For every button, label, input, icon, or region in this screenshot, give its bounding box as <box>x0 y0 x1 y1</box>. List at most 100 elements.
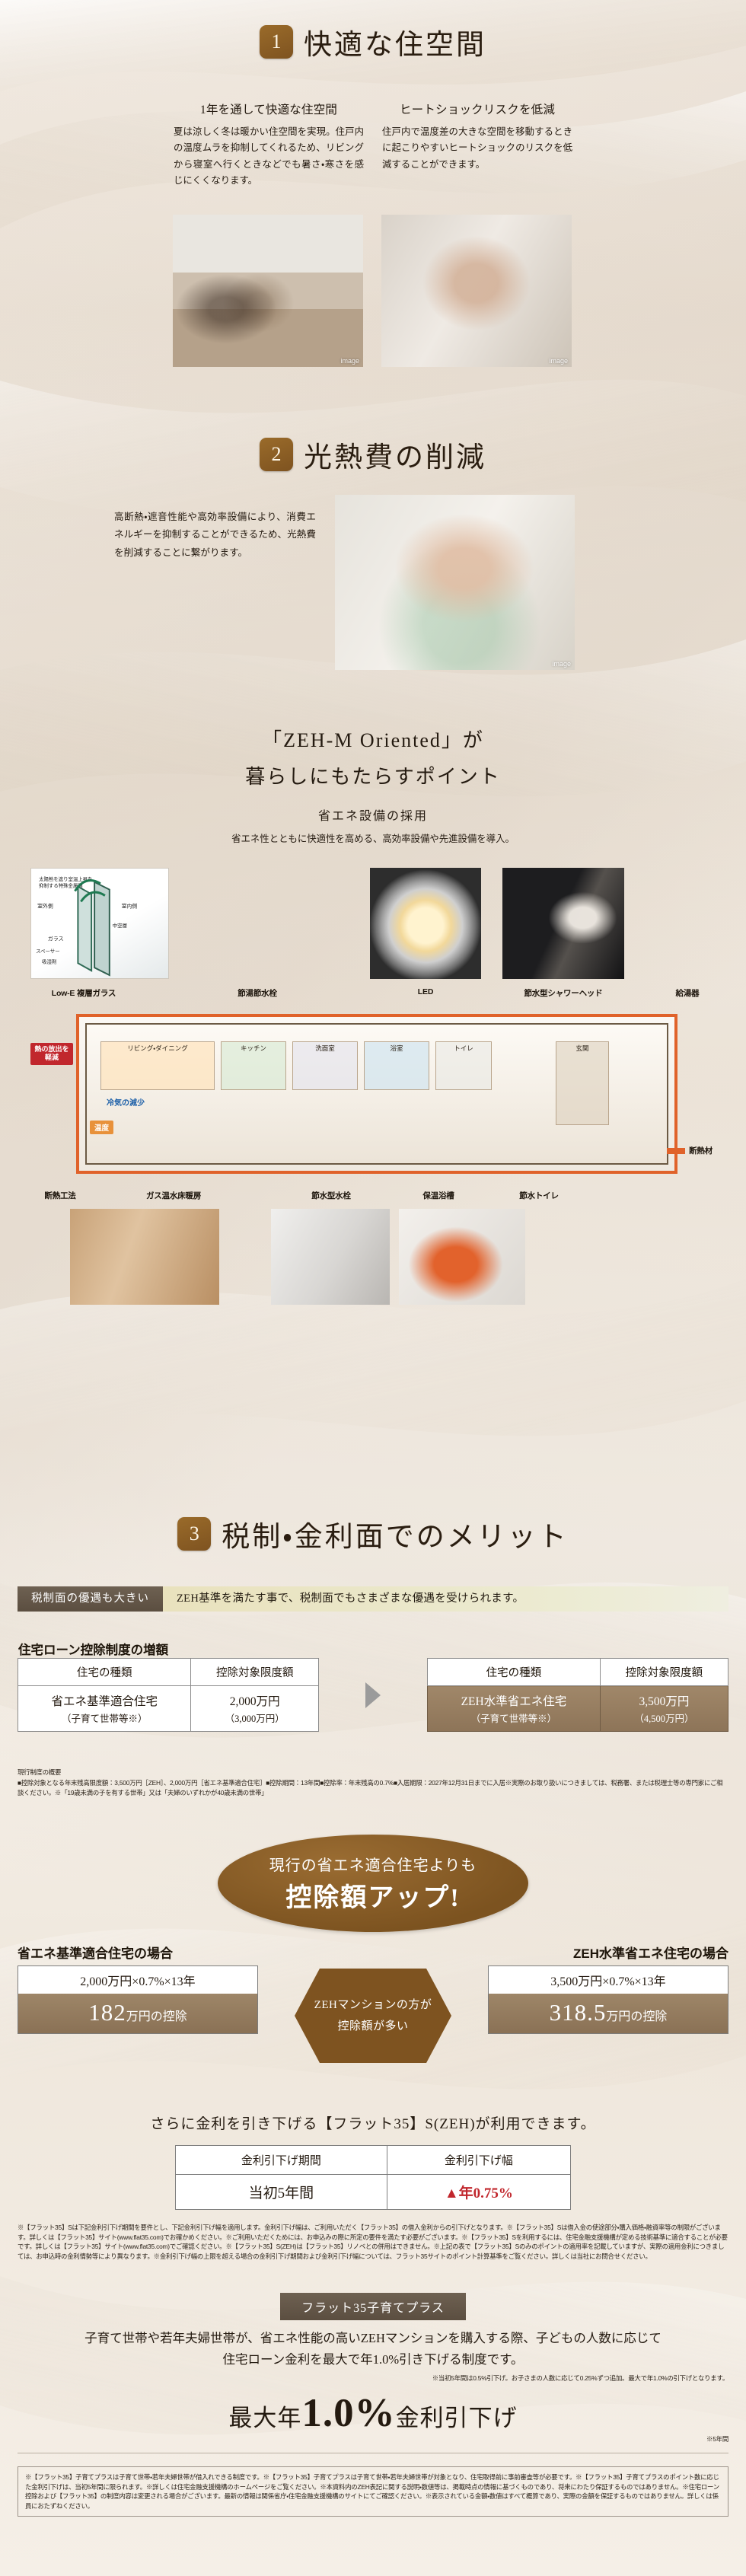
svg-text:ガラス: ガラス <box>48 936 64 942</box>
photo-floor-heating <box>70 1209 219 1305</box>
photo-living-room: image <box>173 215 363 367</box>
tax-benefit-ribbon: 税制面の優遇も大きい ZEH基準を満たす事で、税制面でもさまざまな優遇を受けられ… <box>18 1586 728 1612</box>
table-zeh-standard: 住宅の種類 控除対象限度額 ZEH水準省エネ住宅 （子育て世帯等※） 3,500… <box>427 1658 729 1732</box>
limit-main: 2,000万円 <box>229 1695 280 1708</box>
cell-deduction-limit: 3,500万円 （4,500万円） <box>599 1685 729 1732</box>
svg-text:抑制する特殊金属膜: 抑制する特殊金属膜 <box>39 882 83 889</box>
flat35-notes: ※【フラット35】Sは下記金利引下げ期間を要件とし、下記金利引下げ幅を適用します… <box>18 2224 728 2260</box>
deduction-up-callout: 現行の省エネ適合住宅よりも 控除額アップ! <box>218 1835 528 1932</box>
case-right-result: 318.5万円の控除 <box>489 1994 728 2033</box>
case-right-result-unit: 万円の控除 <box>606 2010 668 2023</box>
rate-cell-period: 当初5年間 <box>175 2174 387 2210</box>
column-heading: 1年を通して快適な住空間 <box>199 104 338 116</box>
ribbon-label: 税制面の優遇も大きい <box>18 1586 163 1612</box>
photo-led-light <box>370 868 481 979</box>
photo-shower-head <box>502 868 624 979</box>
zeh-title-line1: 「ZEH-M Oriented」が <box>262 729 484 751</box>
room-bathroom: 浴室 <box>364 1041 429 1090</box>
deduction-comparison: 住宅の種類 控除対象限度額 省エネ基準適合住宅 （子育て世帯等※） 2,000万… <box>17 1658 729 1732</box>
room-kitchen: キッチン <box>221 1041 286 1090</box>
callout-line1: 現行の省エネ適合住宅よりも <box>269 1857 477 1874</box>
table-header-limit: 控除対象限度額 <box>190 1658 319 1686</box>
column-body: 住戸内で温度差の大きな空間を移動するときに起こりやすいヒートショックのリスクを低… <box>382 126 572 170</box>
insulation-legend-label: 断熱材 <box>689 1146 713 1156</box>
table-row: 省エネ基準適合住宅 （子育て世帯等※） 2,000万円 （3,000万円） <box>17 1685 319 1732</box>
section3-title: 税制・金利面でのメリット <box>222 1522 569 1553</box>
case-left-formula: 2,000万円×0.7%×13年 <box>18 1966 257 1994</box>
max-rate-claim: 最大年1.0%金利引下げ <box>0 2390 746 2436</box>
section3-number: 3 <box>177 1517 212 1551</box>
section2-title: 光熱費の削減 <box>304 442 486 473</box>
equipment-label-shower-head: 節水型シャワーヘッド <box>524 989 603 998</box>
case-right-formula: 3,500万円×0.7%×13年 <box>489 1966 728 1994</box>
case-right-result-number: 318.5 <box>549 1999 607 2026</box>
section1-title: 快適な住空間 <box>304 30 486 61</box>
heat-loss-tag: 熱の放出を軽減 <box>30 1043 73 1065</box>
flat35-child-badge: フラット35子育てプラス <box>280 2293 466 2320</box>
child-plus-text-line1: 子育て世帯や若年夫婦世帯が、省エネ性能の高いZEHマンションを購入する際、子ども… <box>84 2331 662 2345</box>
equipment-label-water-heater: 給湯器 <box>675 989 700 998</box>
rate-header-width: 金利引下げ幅 <box>386 2145 572 2175</box>
photo-low-e-glass: 太陽熱を遮り室温上昇を 抑制する特殊金属膜 室外側 室内側 ガラス スペーサー … <box>30 868 169 979</box>
cell-housing-type: 省エネ基準適合住宅 （子育て世帯等※） <box>17 1685 192 1732</box>
claim-suffix: 金利引下げ <box>395 2405 518 2431</box>
table-header-type: 住宅の種類 <box>427 1658 601 1686</box>
rate-header-period: 金利引下げ期間 <box>175 2145 387 2175</box>
case-right-box: 3,500万円×0.7%×13年 318.5万円の控除 <box>488 1965 728 2034</box>
limit-sub: （3,000万円） <box>225 1714 285 1724</box>
section1-column-heatshock: ヒートショックリスクを低減 住戸内で温度差の大きな空間を移動するときに起こりやす… <box>382 100 572 189</box>
case-left-result-number: 182 <box>88 1999 126 2026</box>
column-body: 夏は涼しく冬は暖かい住空間を実現。住戸内の温度ムラを抑制してくれるため、リビング… <box>174 126 364 186</box>
hexagon-line1: ZEHマンションの方が <box>314 1998 432 2011</box>
glass-diagram: 太陽熱を遮り室温上昇を 抑制する特殊金属膜 室外側 室内側 ガラス スペーサー … <box>36 875 137 977</box>
svg-text:室外側: 室外側 <box>37 902 53 909</box>
equipment-label-water-saving-tap: 節水型水栓 <box>311 1191 351 1200</box>
table-header-limit: 控除対象限度額 <box>599 1658 729 1686</box>
case-left-result: 182万円の控除 <box>18 1994 257 2033</box>
case-left-box: 2,000万円×0.7%×13年 182万円の控除 <box>18 1965 258 2034</box>
case-left-heading: 省エネ基準適合住宅の場合 <box>18 1946 173 1961</box>
zeh-lead: 省エネ性とともに快適性を高める、高効率設備や先進設備を導入。 <box>231 834 515 844</box>
equipment-label-led: LED <box>417 987 434 996</box>
rate-value: ▲年0.75% <box>444 2185 513 2201</box>
equipment-label-floor-heating: ガス温水床暖房 <box>145 1191 202 1200</box>
child-plus-note: ※当初5年間は0.5%引下げ。お子さまの人数に応じて0.25%ずつ追加。最大で年… <box>432 2374 728 2382</box>
table-current-standard: 住宅の種類 控除対象限度額 省エネ基準適合住宅 （子育て世帯等※） 2,000万… <box>17 1658 319 1732</box>
housing-type-main: 省エネ基準適合住宅 <box>51 1695 158 1708</box>
equipment-label-insulation-method: 断熱工法 <box>44 1191 76 1200</box>
limit-main: 3,500万円 <box>639 1695 690 1708</box>
room-living-dining: リビング・ダイニング <box>100 1041 215 1090</box>
cold-air-reduction-tag: 冷気の減少 <box>107 1099 145 1108</box>
table-header-type: 住宅の種類 <box>17 1658 192 1686</box>
section2-number: 2 <box>260 438 293 471</box>
section3-header: 3 税制・金利面でのメリット <box>0 1513 746 1554</box>
photo-water-saving-faucet <box>271 1209 390 1305</box>
zeh-subtitle: 省エネ設備の採用 <box>317 810 428 823</box>
cell-housing-type: ZEH水準省エネ住宅 （子育て世帯等※） <box>427 1685 601 1732</box>
photo-relaxing-woman: image <box>381 215 572 367</box>
housing-type-sub: （子育て世帯等※） <box>61 1714 148 1724</box>
cell-deduction-limit: 2,000万円 （3,000万円） <box>190 1685 319 1732</box>
rate-cell-width: ▲年0.75% <box>386 2174 572 2210</box>
section2-body: 高断熱・遮音性能や高効率設備により、消費エネルギーを抑制することができるため、光… <box>114 512 316 558</box>
footer-notes: ※【フラット35】子育てプラスは子育て世帯・若年夫婦世帯が借入れできる制度です。… <box>18 2466 728 2517</box>
section1-column-comfort: 1年を通して快適な住空間 夏は涼しく冬は暖かい住空間を実現。住戸内の温度ムラを抑… <box>174 100 364 189</box>
insulation-swatch <box>667 1147 686 1154</box>
housing-type-sub: （子育て世帯等※） <box>470 1714 557 1724</box>
insulation-legend: 断熱材 <box>667 1145 713 1156</box>
svg-text:スペーサー: スペーサー <box>36 948 59 954</box>
temperature-tag: 温度 <box>90 1121 114 1134</box>
image-caption: image <box>552 660 571 668</box>
image-caption: image <box>340 357 359 365</box>
housing-type-main: ZEH水準省エネ住宅 <box>461 1695 567 1708</box>
equipment-label-low-e-glass: Low-E 複層ガラス <box>51 989 116 998</box>
room-entrance: 玄関 <box>556 1041 609 1125</box>
section1-number: 1 <box>260 25 293 59</box>
room-washroom: 洗面室 <box>292 1041 358 1090</box>
table-row: ZEH水準省エネ住宅 （子育て世帯等※） 3,500万円 （4,500万円） <box>427 1685 729 1732</box>
section1-header: 1 快適な住空間 <box>0 21 746 62</box>
equipment-label-insulated-bathtub: 保温浴槽 <box>422 1191 454 1200</box>
zeh-title-line2: 暮らしにもたらすポイント <box>245 766 501 788</box>
flat35-lead: さらに金利を引き下げる【フラット35】S(ZEH)が利用できます。 <box>150 2116 596 2132</box>
house-cutaway-diagram: 熱の放出を軽減 リビング・ダイニング キッチン 洗面室 浴室 トイレ 玄関 冷気… <box>30 1006 716 1181</box>
